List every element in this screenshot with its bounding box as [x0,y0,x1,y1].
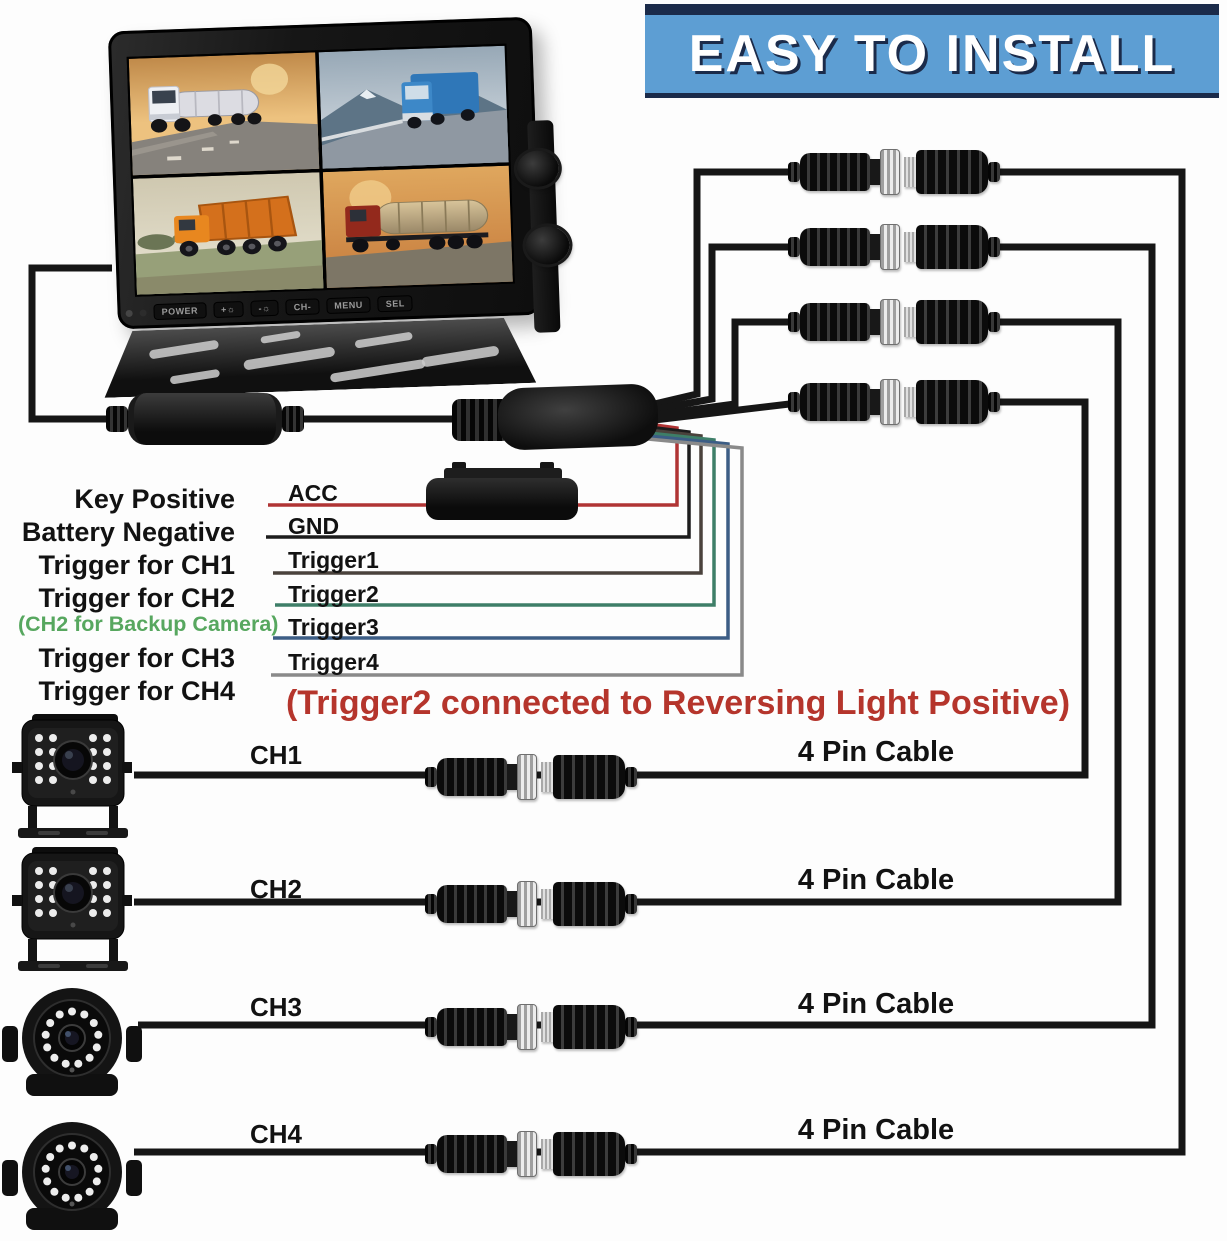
camera-bracket [18,961,128,971]
ch2-box-camera [12,847,132,971]
monitor-cable [28,264,118,423]
trigger3-wire [273,434,730,640]
ch1-label: CH1 [250,740,303,770]
row2-to-ch3-cable [138,243,1156,1029]
connector-rib [282,406,304,432]
ch1-box-camera [12,714,132,838]
channel-button[interactable]: CH- [285,298,320,316]
connector-body [128,393,282,445]
ch4-label: CH4 [250,1119,303,1149]
bracket-knob-bottom [524,225,571,266]
ch3-cable-label: 4 Pin Cable [797,988,955,1020]
brightness-down-button[interactable]: -☼ [250,299,280,317]
ch2-label: CH2 [250,874,303,904]
ch3-label: CH3 [250,992,303,1022]
wire-label-trigger1: Trigger1 [288,547,379,573]
locking-ring [517,1131,537,1177]
fuse-holder [426,478,578,520]
label-trigger-ch1: Trigger for CH1 [38,550,235,580]
wire-label-trigger2: Trigger2 [288,581,379,607]
ch1-cable-label: 4 Pin Cable [797,736,955,768]
fuse-holder-lid [444,468,562,481]
trigger4-wire [271,437,744,677]
four-way-splitter [496,383,660,451]
label-trigger-ch4: Trigger for CH4 [38,676,235,706]
aviation-connector-pair-row2 [788,221,1000,273]
trigger2-wire [275,431,716,607]
ch2-backup-note: (CH2 for Backup Camera) [18,612,279,636]
quad-monitor: POWER +☼ -☼ CH- MENU SEL [81,2,572,410]
locking-ring [517,1004,537,1050]
menu-button[interactable]: MENU [325,296,372,315]
camera-base [26,1074,118,1096]
screen-quadrant-ch1 [128,52,320,176]
label-key-positive: Key Positive [74,484,235,514]
locking-ring [880,224,900,270]
locking-ring [880,299,900,345]
wire-label-gnd: GND [288,513,340,539]
ir-sensor [139,308,147,317]
ch4-cable-label: 4 Pin Cable [797,1114,955,1146]
power-button[interactable]: POWER [153,302,207,321]
wire-label-trigger4: Trigger4 [288,649,379,675]
power-led [125,309,133,317]
label-trigger-ch3: Trigger for CH3 [38,643,235,673]
screen-quadrant-ch2 [318,45,509,169]
label-trigger-ch2: Trigger for CH2 [38,583,235,613]
fuse-holder-tab [452,462,466,473]
aviation-connector-pair-row1 [788,146,1000,198]
fuse-holder-tab [540,462,554,473]
connector-rib [106,406,128,432]
splitter-to-row3-cable [645,318,798,420]
screen-quadrant-ch4 [322,165,513,289]
brightness-up-button[interactable]: +☼ [212,300,244,319]
monitor-extension-connector [106,392,304,446]
easy-to-install-banner: EASY TO INSTALL [645,4,1219,98]
locking-ring [880,379,900,425]
splitter-to-row2-cable [645,243,798,415]
locking-ring [517,754,537,800]
monitor-screen [126,43,515,297]
ch3-connector-pair [425,1001,637,1053]
ch3-round-camera [2,988,142,1096]
trigger1-wire [273,428,703,575]
select-button[interactable]: SEL [377,295,414,313]
wire-label-acc: ACC [288,480,338,506]
ch4-round-camera [2,1122,142,1230]
ch2-cable-label: 4 Pin Cable [797,864,955,896]
ch1-connector-pair [425,751,637,803]
splitter-to-row4-cable [645,399,799,425]
aviation-connector-pair-row3 [788,296,1000,348]
splitter-to-row1-cable [645,168,798,410]
locking-ring [880,149,900,195]
banner-text: EASY TO INSTALL [688,25,1176,83]
row1-to-ch4-cable [134,168,1186,1156]
label-battery-negative: Battery Negative [21,517,235,547]
aviation-connector-pair-row4 [788,376,1000,428]
wire-label-trigger3: Trigger3 [288,614,379,640]
gnd-wire [266,425,691,539]
camera-base [26,1208,118,1230]
monitor-stand [102,317,536,398]
ch2-connector-pair [425,878,637,930]
camera-bracket [18,828,128,838]
ch4-connector-pair [425,1128,637,1180]
locking-ring [517,881,537,927]
screen-quadrant-ch3 [132,171,324,295]
trigger2-reversing-note: (Trigger2 connected to Reversing Light P… [285,684,1071,722]
